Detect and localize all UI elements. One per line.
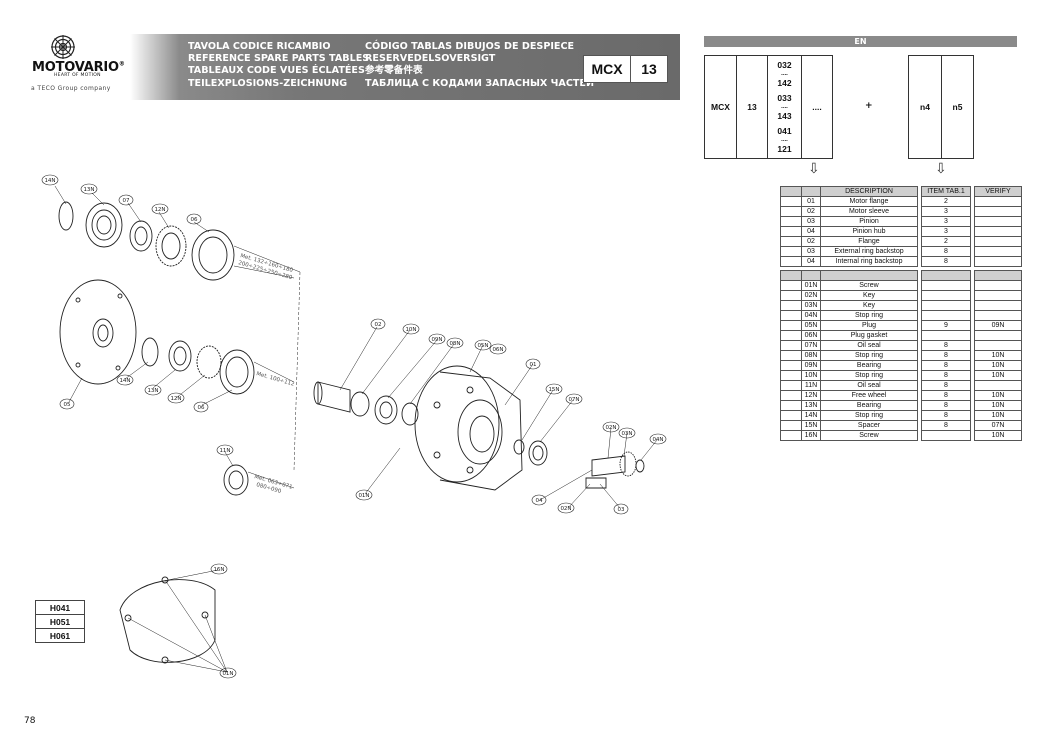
brand-tagline: HEART OF MOTION: [54, 73, 101, 78]
header-titles-right: CÓDIGO TABLAS DIBUJOS DE DESPIECE RESERV…: [365, 41, 594, 90]
table-row: H061: [35, 628, 85, 643]
callout-label: 04: [536, 498, 543, 504]
table-row: H051: [35, 614, 85, 629]
callout-label: 07: [123, 198, 130, 204]
callout-label: 14N: [44, 178, 55, 184]
description-cell: Internal ring backstop: [820, 256, 918, 267]
callout-label: 07N: [568, 397, 579, 403]
header-title: TABLEAUX CODE VUES ÉCLATÉES: [188, 65, 365, 77]
callout-label: 05N: [477, 343, 488, 349]
header-title: ТАБЛИЦА С КОДАМИ ЗАПАСНЫХ ЧАСТЕЙ: [365, 77, 594, 89]
header-title: TEILEXPLOSIONS-ZEICHNUNG: [188, 77, 348, 89]
callout-label: 06: [191, 217, 198, 223]
page-number: 78: [24, 716, 36, 726]
header-title: RESERVEDELSOVERSIGT: [365, 53, 496, 65]
strip-n5: n5: [941, 55, 974, 159]
size-from: 041: [777, 125, 792, 136]
size-from: 033: [777, 92, 792, 103]
callout-label: 01N: [358, 493, 369, 499]
size-to: 142: [777, 77, 792, 88]
strip-plus: +: [865, 101, 873, 111]
callout-label: 05: [64, 402, 71, 408]
callout-label: 02: [375, 322, 382, 328]
callout-label: 09N: [431, 337, 442, 343]
table-header-row: DESCRIPTION ITEM TAB.1 VERIFY: [780, 186, 1022, 197]
callout-label: 16N: [213, 567, 224, 573]
strip-n4: n4: [908, 55, 942, 159]
callout-label: 15N: [548, 387, 559, 393]
size-from: 032: [777, 59, 792, 70]
callout-label: 06N: [492, 347, 503, 353]
brand-group: a TECO Group company: [31, 85, 111, 92]
header-title: CÓDIGO TABLAS DIBUJOS DE DESPIECE: [365, 41, 575, 52]
callout-label: 02N: [560, 506, 571, 512]
size-sep: ....: [781, 70, 788, 77]
variant-cell: H051: [35, 614, 85, 629]
callout-label: 10N: [405, 327, 416, 333]
callout-label: 01: [530, 362, 537, 368]
callout-label: 08N: [449, 341, 460, 347]
callout-label: 03N: [621, 431, 632, 437]
callout-label: 12N: [170, 396, 181, 402]
item-tab-cell: [921, 430, 971, 441]
down-arrow-icon: ⇩: [808, 161, 820, 177]
callout-label: 11N: [219, 448, 230, 454]
brand-name: MOTOVARIO®: [32, 60, 125, 75]
motovario-logo-icon: [51, 35, 75, 59]
series-code-box: MCX: [583, 55, 631, 83]
variant-table: H041 H051 H061: [35, 600, 85, 643]
callout-label: 06: [198, 405, 205, 411]
verify-cell: 10N: [974, 430, 1022, 441]
stop-ring-shape: [58, 201, 74, 231]
table-code-box: 13: [630, 55, 668, 83]
variant-cell: H061: [35, 628, 85, 643]
callout-label: 02N: [605, 425, 616, 431]
verify-cell: [974, 256, 1022, 267]
callout-label: 03: [618, 507, 625, 513]
language-bar: EN: [704, 36, 1017, 47]
variant-cell: H041: [35, 600, 85, 615]
description-cell: Screw: [820, 430, 918, 441]
table-row: H041: [35, 600, 85, 615]
size-to: 143: [777, 110, 792, 121]
callout-label: 13N: [83, 187, 94, 193]
callout-label: 12N: [154, 207, 165, 213]
item-tab-cell: 8: [921, 256, 971, 267]
strip-dots: ....: [801, 55, 833, 159]
met-note: Met. 100÷112: [255, 371, 295, 388]
callout-label: 14N: [119, 378, 130, 384]
header-title: REFERENCE SPARE PARTS TABLES: [188, 53, 370, 65]
down-arrow-icon: ⇩: [935, 161, 947, 177]
header-title: TAVOLA CODICE RICAMBIO: [188, 41, 331, 52]
size-to: 121: [777, 143, 792, 154]
size-sep: ....: [781, 103, 788, 110]
size-sep: ....: [781, 136, 788, 143]
strip-sizes: 032 .... 142 033 .... 143 041 .... 121: [767, 55, 802, 159]
header-titles-left: TAVOLA CODICE RICAMBIO REFERENCE SPARE P…: [188, 41, 369, 90]
header-title: 参考零备件表: [365, 65, 423, 77]
callout-label: 01N: [222, 671, 233, 677]
callout-label: 13N: [147, 388, 158, 394]
callout-label: 04N: [652, 437, 663, 443]
